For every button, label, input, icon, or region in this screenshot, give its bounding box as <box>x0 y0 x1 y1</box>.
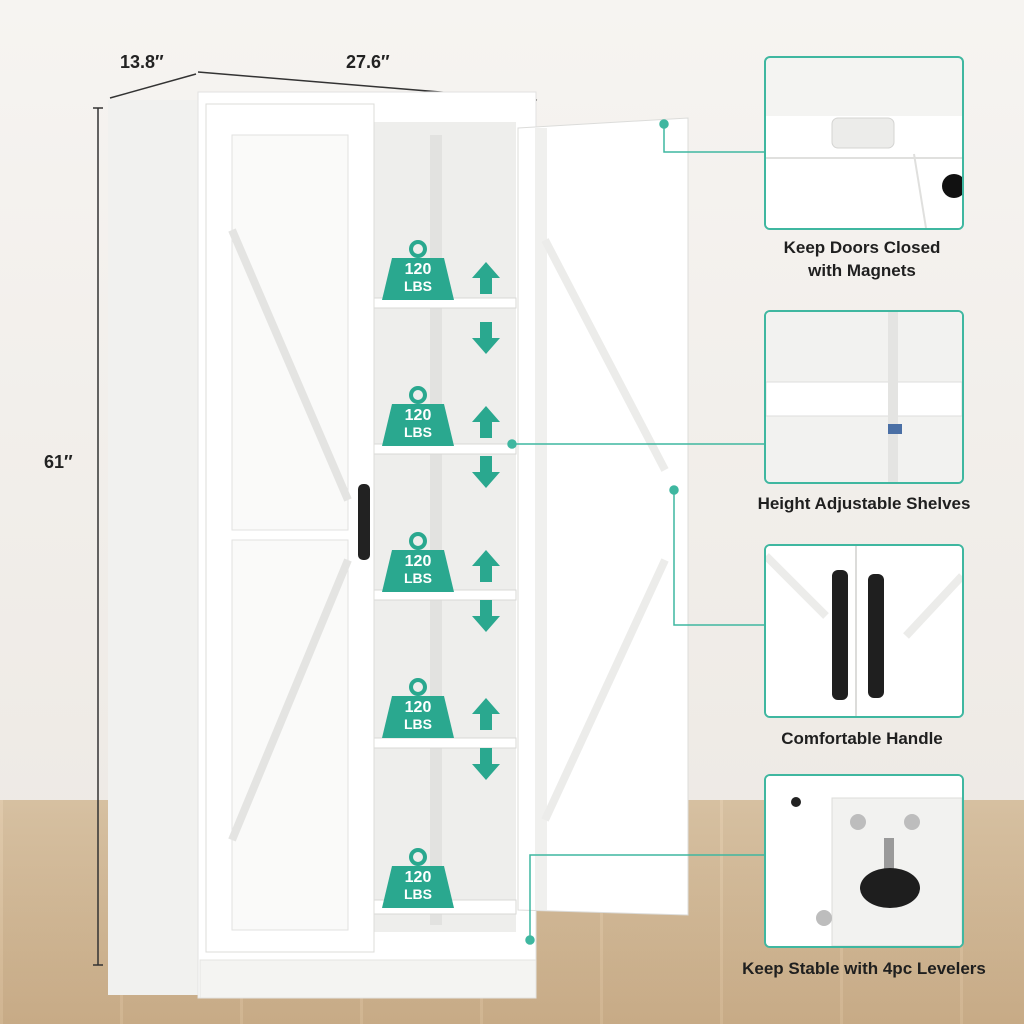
weight-unit: LBS <box>404 278 432 294</box>
handle-illustration <box>766 546 962 716</box>
weight-number: 120 <box>404 407 432 424</box>
weight-number: 120 <box>404 553 432 570</box>
weight-unit: LBS <box>404 886 432 902</box>
cabinet-body <box>108 91 689 999</box>
shelves-detail-image <box>764 310 964 484</box>
feature-caption-levelers: Keep Stable with 4pc Levelers <box>708 957 1020 980</box>
feature-caption-line2: with Magnets <box>808 261 916 280</box>
magnet-detail-image <box>764 56 964 230</box>
leveler-illustration <box>766 776 962 946</box>
feature-caption-line1: Comfortable Handle <box>781 729 943 748</box>
shelf-illustration <box>766 312 962 482</box>
leveler-detail-image <box>764 774 964 948</box>
weight-icon <box>382 240 454 300</box>
weight-icon <box>382 532 454 592</box>
weight-unit: LBS <box>404 716 432 732</box>
width-label: 27.6″ <box>346 52 390 72</box>
feature-caption-line1: Keep Stable with 4pc Levelers <box>742 959 986 978</box>
weight-icon <box>382 848 454 908</box>
weight-unit: LBS <box>404 570 432 586</box>
weight-icon <box>382 386 454 446</box>
feature-caption-magnets: Keep Doors Closed with Magnets <box>764 236 960 282</box>
feature-caption-handle: Comfortable Handle <box>752 727 972 750</box>
feature-caption-line1: Height Adjustable Shelves <box>757 494 971 513</box>
adjust-arrows <box>472 262 500 780</box>
weight-number: 120 <box>404 869 432 886</box>
weight-number: 120 <box>404 699 432 716</box>
feature-caption-line1: Keep Doors Closed <box>783 238 941 257</box>
callout-lines <box>507 119 766 945</box>
depth-label: 13.8″ <box>120 52 164 72</box>
magnet-illustration <box>766 116 962 228</box>
weight-unit: LBS <box>404 424 432 440</box>
weight-number: 120 <box>404 261 432 278</box>
handle-detail-image <box>764 544 964 718</box>
feature-caption-shelves: Height Adjustable Shelves <box>732 492 996 515</box>
height-label: 61″ <box>44 452 73 472</box>
weight-icon <box>382 678 454 738</box>
